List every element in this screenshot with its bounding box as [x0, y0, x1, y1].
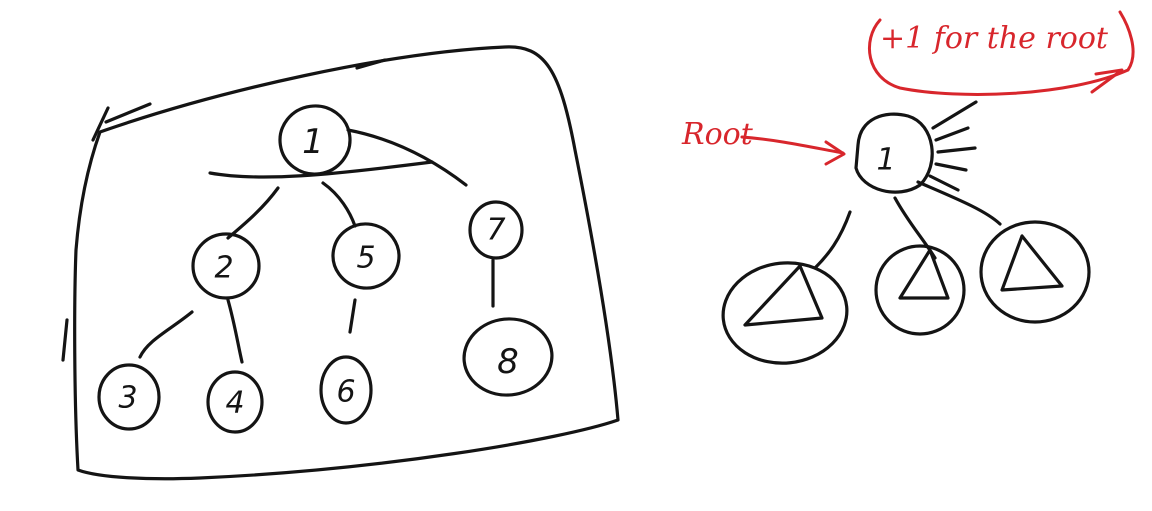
tree-node: 4 [206, 370, 264, 434]
tree-node: 5 [331, 222, 401, 290]
cut-line [208, 160, 434, 179]
edge-root-subtree-3 [916, 180, 1002, 226]
triangle-icon [1000, 234, 1064, 292]
tree-node: 2 [191, 232, 261, 300]
node-label: 3 [118, 381, 137, 416]
edge-root-subtree-1 [813, 210, 852, 270]
node-label: 6 [336, 375, 355, 410]
tree-node: 6 [319, 355, 373, 425]
tree-node: 1 [278, 104, 352, 176]
tree-node: 3 [97, 363, 161, 431]
edge-2-4 [226, 298, 244, 364]
boundary-left-stroke [61, 318, 69, 362]
incoming-strokes [928, 100, 978, 192]
edge-2-3 [138, 310, 194, 359]
node-label: 7 [486, 213, 505, 248]
root-pointer-arrow [740, 135, 845, 155]
note-bracket [867, 10, 1135, 96]
root-node: 1 [854, 112, 934, 194]
left-tree-diagram: 1 2 5 7 3 4 6 8 [61, 45, 620, 481]
red-annotations: Root +1 for the root [681, 10, 1135, 166]
edge-1-2 [226, 186, 280, 240]
boundary-tick-top [355, 58, 387, 70]
subtree-circle [979, 220, 1091, 324]
boundary-tick-left [91, 102, 152, 142]
tree-node: 8 [462, 317, 554, 397]
node-label: 2 [214, 251, 233, 286]
edge-1-7 [346, 128, 468, 187]
subtree-circle [721, 261, 849, 365]
tree-node: 7 [468, 200, 524, 260]
root-node-label: 1 [876, 143, 895, 178]
edge-5-6 [348, 298, 357, 334]
right-tree-diagram: 1 [721, 100, 1091, 365]
edge-1-5 [321, 181, 357, 228]
node-label: 1 [302, 122, 324, 162]
node-label: 4 [225, 386, 244, 421]
enclosing-boundary [73, 45, 620, 481]
root-pointer-label: Root [681, 117, 754, 152]
subtree-circle [874, 244, 966, 336]
triangle-icon [743, 264, 824, 327]
arrow-head [824, 140, 846, 166]
triangle-icon [898, 248, 950, 300]
node-label: 8 [497, 342, 519, 382]
node-label: 5 [356, 241, 375, 276]
note-arrow-tail [1090, 68, 1124, 94]
root-note-text: +1 for the root [880, 21, 1109, 56]
